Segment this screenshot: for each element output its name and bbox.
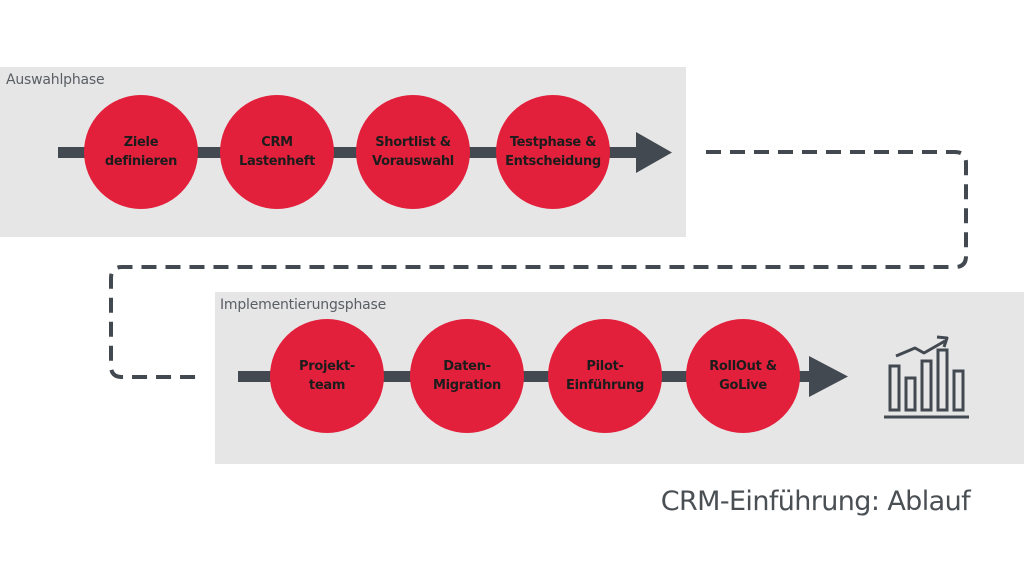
step-label-line: Shortlist & [375, 135, 451, 150]
step-label-line: Pilot- [586, 359, 624, 374]
step-circle-crm-lastenheft [220, 95, 334, 209]
step-label-pilot-einfuehrung: Pilot- Einführung [545, 357, 665, 395]
step-circle-daten-migration [410, 319, 524, 433]
implementation-phase-label: Implementierungsphase [220, 297, 387, 313]
step-circle-rollout-golive [686, 319, 800, 433]
step-label-line: Migration [432, 378, 502, 393]
step-label-line: Vorauswahl [372, 154, 454, 169]
step-label-line: Entscheidung [505, 154, 601, 169]
step-circle-testphase-entscheidung [496, 95, 610, 209]
step-label-line: CRM [261, 135, 293, 150]
step-label-shortlist-vorauswahl: Shortlist & Vorauswahl [353, 133, 473, 171]
step-label-ziele-definieren: Ziele definieren [81, 133, 201, 171]
step-label-line: Daten- [443, 359, 491, 374]
step-label-rollout-golive: RollOut & GoLive [683, 357, 803, 395]
step-circle-pilot-einfuehrung [548, 319, 662, 433]
step-circle-shortlist-vorauswahl [356, 95, 470, 209]
step-circle-projektteam [270, 319, 384, 433]
growth-chart-icon [884, 335, 969, 419]
phase2-arrow-shaft [238, 371, 815, 382]
step-label-line: definieren [104, 154, 178, 169]
step-label-line: team [308, 378, 346, 393]
step-label-line: Projekt- [299, 359, 355, 374]
step-label-daten-migration: Daten- Migration [407, 357, 527, 395]
step-label-projektteam: Projekt- team [267, 357, 387, 395]
step-label-crm-lastenheft: CRM Lastenheft [217, 133, 337, 171]
diagram-title: CRM-Einführung: Ablauf [660, 486, 971, 517]
step-label-line: Einführung [566, 378, 644, 393]
step-label-line: GoLive [719, 378, 767, 393]
phase2-arrow-head [809, 356, 848, 397]
step-label-line: Lastenheft [238, 154, 316, 169]
phase-connector-dashed-line [109, 150, 968, 379]
selection-phase-label: Auswahlphase [6, 72, 105, 88]
step-label-line: Testphase & [509, 135, 597, 150]
step-label-line: Ziele [123, 135, 159, 150]
phase1-arrow-head [636, 132, 672, 173]
step-label-line: RollOut & [709, 359, 777, 374]
step-label-testphase-entscheidung: Testphase & Entscheidung [493, 133, 613, 171]
step-circle-ziele-definieren [84, 95, 198, 209]
phase1-arrow-shaft [58, 147, 644, 158]
